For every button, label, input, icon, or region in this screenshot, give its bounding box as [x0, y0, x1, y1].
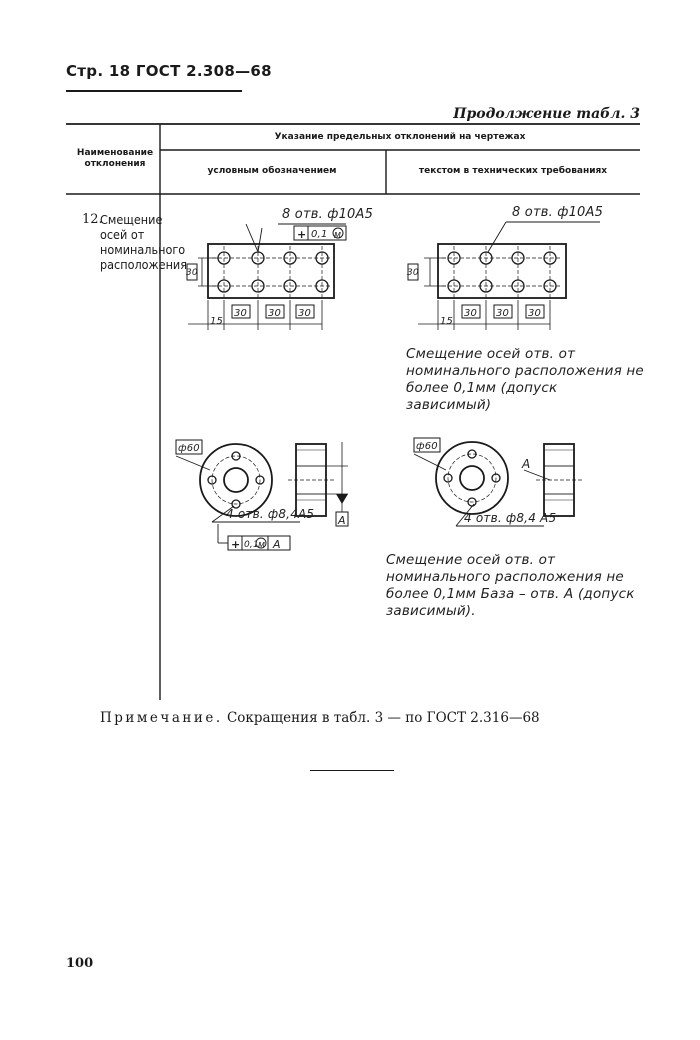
tol-value-left: 0,1 — [311, 229, 328, 240]
datum-label-right: A — [522, 457, 531, 471]
flange-drawing-left — [175, 439, 349, 551]
plate-drawing-left — [186, 223, 347, 330]
callout-bolt-holes-left: 4 отв. ф8,4A5 — [226, 507, 315, 521]
tol-value-2: 0,1 — [244, 540, 259, 550]
note-text-1: Смещение осей отв. от номинального распо… — [406, 346, 644, 413]
dim-box-right-1: 30 — [464, 308, 478, 319]
column-header-group: Указание предельных отклонений на чертеж… — [274, 132, 526, 142]
dim-vert-right: 30 — [407, 268, 419, 278]
callout-holes-right: 8 отв. ф10A5 — [512, 205, 604, 220]
dim-box-right-3: 30 — [528, 308, 542, 319]
tol-sign-left: + — [297, 228, 307, 241]
footnote-text: Сокращения в табл. 3 — по ГОСТ 2.316—68 — [222, 710, 540, 726]
column-header-name: Наименование отклонения — [76, 148, 154, 169]
dim-box-right-2: 30 — [496, 308, 510, 319]
tol-datum-2: A — [273, 538, 281, 551]
dim-box-left-1: 30 — [234, 308, 248, 319]
footnote-label: Примечание. — [100, 710, 223, 726]
tol-sign-2: + — [231, 538, 241, 551]
callout-bolt-holes-right: 4 отв. ф8,4 A5 — [464, 511, 557, 525]
datum-symbol: A — [338, 514, 346, 527]
dim-first-right: 15 — [440, 316, 454, 327]
diameter-label-right: ф60 — [416, 441, 438, 452]
dim-vert-left: 30 — [186, 268, 198, 278]
row-number: 12. — [82, 212, 103, 227]
column-header-symbol: условным обозначением — [207, 166, 337, 176]
dim-box-left-2: 30 — [268, 308, 282, 319]
dim-box-left-3: 30 — [298, 308, 312, 319]
diameter-label-left: ф60 — [178, 443, 200, 454]
callout-holes-left: 8 отв. ф10A5 — [282, 207, 374, 222]
dim-first-left: 15 — [210, 316, 224, 327]
tol-mod-2: M — [258, 541, 266, 550]
page-header: Стр. 18 ГОСТ 2.308—68 — [66, 62, 272, 80]
tol-mod-left: M — [334, 231, 342, 240]
flange-drawing-right — [413, 437, 582, 527]
table-continuation: Продолжение табл. 3 — [453, 106, 640, 122]
note-text-2: Смещение осей отв. от номинального распо… — [386, 552, 635, 619]
page-number: 100 — [66, 956, 94, 971]
header-rule — [66, 90, 242, 92]
plate-drawing-right — [407, 221, 600, 330]
footnote: Примечание. Сокращения в табл. 3 — по ГО… — [100, 710, 540, 726]
footnote-divider — [310, 770, 394, 771]
column-header-text: текстом в технических требованиях — [418, 166, 608, 176]
